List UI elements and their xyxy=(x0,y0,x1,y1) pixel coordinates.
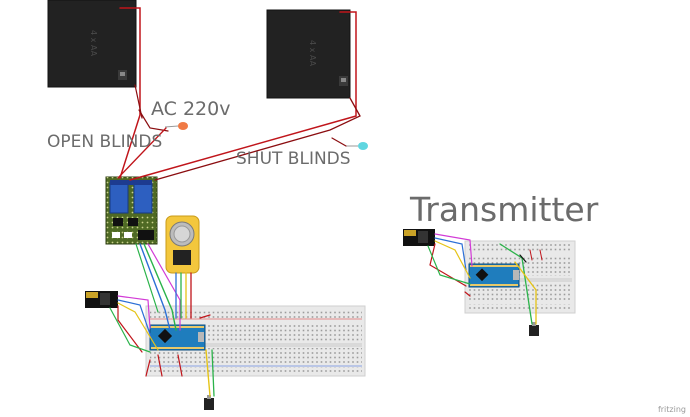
switch-receiver xyxy=(204,395,214,410)
label-shut-blinds: SHUT BLINDS xyxy=(236,149,351,169)
battery-label-left: 4 x AA xyxy=(89,30,98,57)
label-ac-220v: AC 220v xyxy=(151,98,231,120)
led-cyan xyxy=(346,142,368,150)
nrf-module-transmitter xyxy=(403,229,435,246)
label-transmitter: Transmitter xyxy=(410,190,599,229)
led-orange xyxy=(164,122,188,130)
arduino-nano-receiver xyxy=(149,324,206,351)
switch-transmitter xyxy=(529,322,539,336)
label-open-blinds: OPEN BLINDS xyxy=(47,132,163,152)
arduino-nano-transmitter xyxy=(468,263,520,288)
battery-pack-right xyxy=(266,9,351,99)
battery-label-right: 4 x AA xyxy=(308,40,317,67)
watermark-fritzing: fritzing xyxy=(657,405,686,414)
wires xyxy=(109,7,543,397)
nrf-module-receiver xyxy=(85,291,118,308)
rtc-module xyxy=(165,215,200,274)
battery-pack-left xyxy=(47,0,137,88)
relay-module xyxy=(105,176,158,245)
